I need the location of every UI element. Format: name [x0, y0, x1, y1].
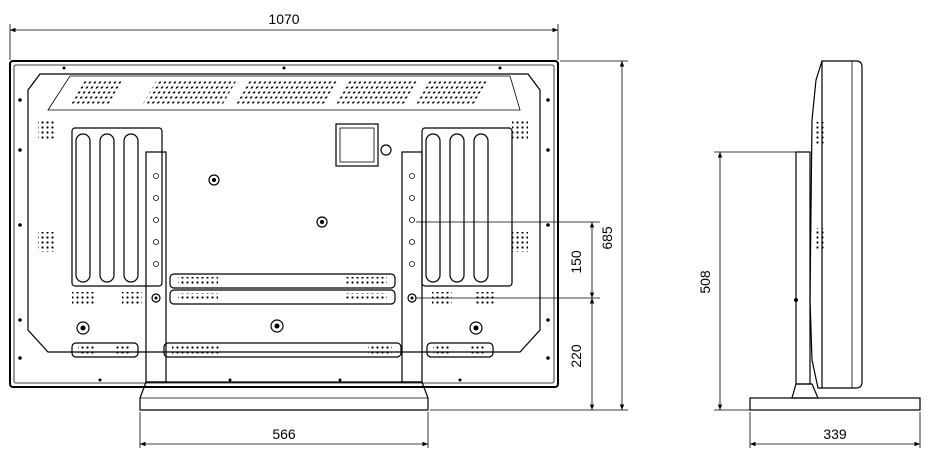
stand-left-pillar [145, 151, 167, 383]
left-upper-vent [38, 120, 54, 140]
left-slot-vents [71, 127, 163, 287]
bottom-vent-slots [71, 342, 494, 358]
right-slot-vents [421, 127, 513, 287]
dim-hole-height: 220 [568, 298, 595, 410]
right-upper-vent [512, 120, 528, 140]
lower-right-vent [432, 292, 452, 306]
dim-overall-height: 685 [430, 60, 628, 411]
side-view [749, 60, 921, 411]
middle-vent-slots [169, 273, 396, 305]
right-lower-vent [512, 232, 528, 252]
dim-side-depth: 339 [749, 412, 921, 448]
side-display-body [821, 60, 863, 389]
frame-screw-dots [18, 66, 550, 382]
lower-right-vent-2 [474, 292, 496, 306]
top-vent-band [47, 75, 521, 111]
stand-right-pillar [401, 151, 423, 383]
side-height-label: 508 [697, 270, 713, 294]
hole-height-label: 220 [568, 344, 584, 368]
dim-overall-width: 1070 [9, 11, 559, 60]
back-cover-outline [27, 73, 541, 353]
dim-stand-width: 566 [139, 412, 429, 448]
left-lower-vent [38, 232, 54, 252]
terminal-screw [380, 144, 392, 156]
dim-hole-spacing: 150 [416, 221, 600, 299]
lower-left-vent-2 [122, 292, 142, 306]
side-stand-post [795, 151, 811, 385]
lower-left-vent [72, 292, 94, 306]
side-back-curve [809, 60, 823, 389]
tv-outer-frame [9, 60, 559, 388]
stand-width-label: 566 [272, 426, 296, 442]
hole-spacing-label: 150 [568, 250, 584, 274]
overall-height-label: 685 [599, 226, 615, 250]
side-depth-label: 339 [823, 426, 847, 442]
top-vent-grille [68, 80, 489, 106]
dim-side-height: 508 [697, 151, 796, 411]
terminal-box [335, 123, 379, 167]
overall-width-label: 1070 [268, 11, 299, 27]
rear-view [9, 60, 559, 411]
tv-inner-frame [13, 64, 555, 384]
side-stand-base [749, 397, 921, 411]
